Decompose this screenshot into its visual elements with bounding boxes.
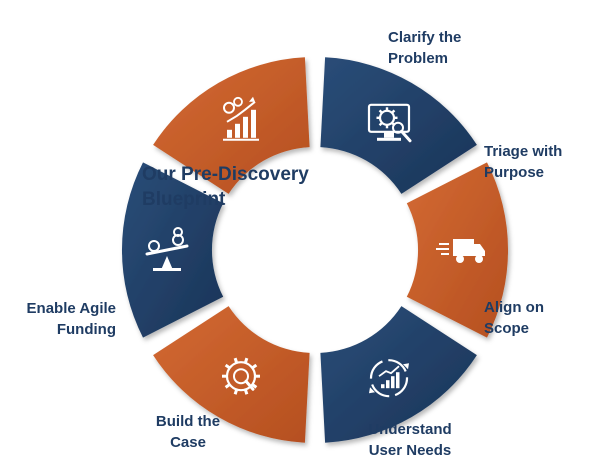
step-label-line-1: Align on <box>484 299 544 316</box>
step-label-line-2: Funding <box>56 321 116 338</box>
step-label-line-1: Clarify the <box>388 29 462 46</box>
step-label-enable: Enable Agile Funding <box>12 298 116 340</box>
step-label-line-2: Scope <box>484 320 530 337</box>
step-label-understand: Understand User Needs <box>360 419 460 461</box>
segment-4 <box>153 306 310 443</box>
gear-magnifier-icon <box>222 357 260 395</box>
step-label-line-2: User Needs <box>368 442 452 459</box>
delivery-truck-icon <box>436 239 485 263</box>
step-label-triage: Triage with Purpose <box>484 141 562 183</box>
step-label-line-1: Build the <box>155 413 221 430</box>
title-line-2: Blueprint <box>142 189 226 210</box>
diagram-title: Our Pre-Discovery Blueprint <box>142 162 342 212</box>
monitor-gear-icon <box>367 103 412 143</box>
step-label-line-2: Case <box>170 434 206 451</box>
step-label-clarify: Clarify the Problem <box>388 27 461 69</box>
step-label-build: Build the Case <box>143 411 233 453</box>
segment-6 <box>153 57 310 194</box>
step-label-line-1: Enable Agile <box>26 300 116 317</box>
step-label-line-2: Purpose <box>484 164 545 181</box>
balance-scale-icon <box>145 227 189 271</box>
growth-bar-chart-icon <box>223 96 259 141</box>
step-label-line-1: Triage with <box>484 143 563 160</box>
step-label-line-1: Understand <box>368 421 452 438</box>
title-line-1: Our Pre-Discovery <box>142 164 309 185</box>
segment-1 <box>320 57 477 194</box>
step-label-line-2: Problem <box>388 50 449 67</box>
step-label-align: Align on Scope <box>484 297 544 339</box>
cycle-growth-chart-icon <box>369 359 409 398</box>
